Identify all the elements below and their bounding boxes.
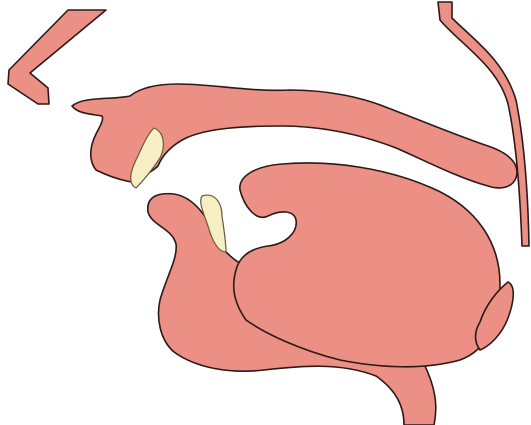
vocal-tract-diagram	[0, 0, 531, 425]
